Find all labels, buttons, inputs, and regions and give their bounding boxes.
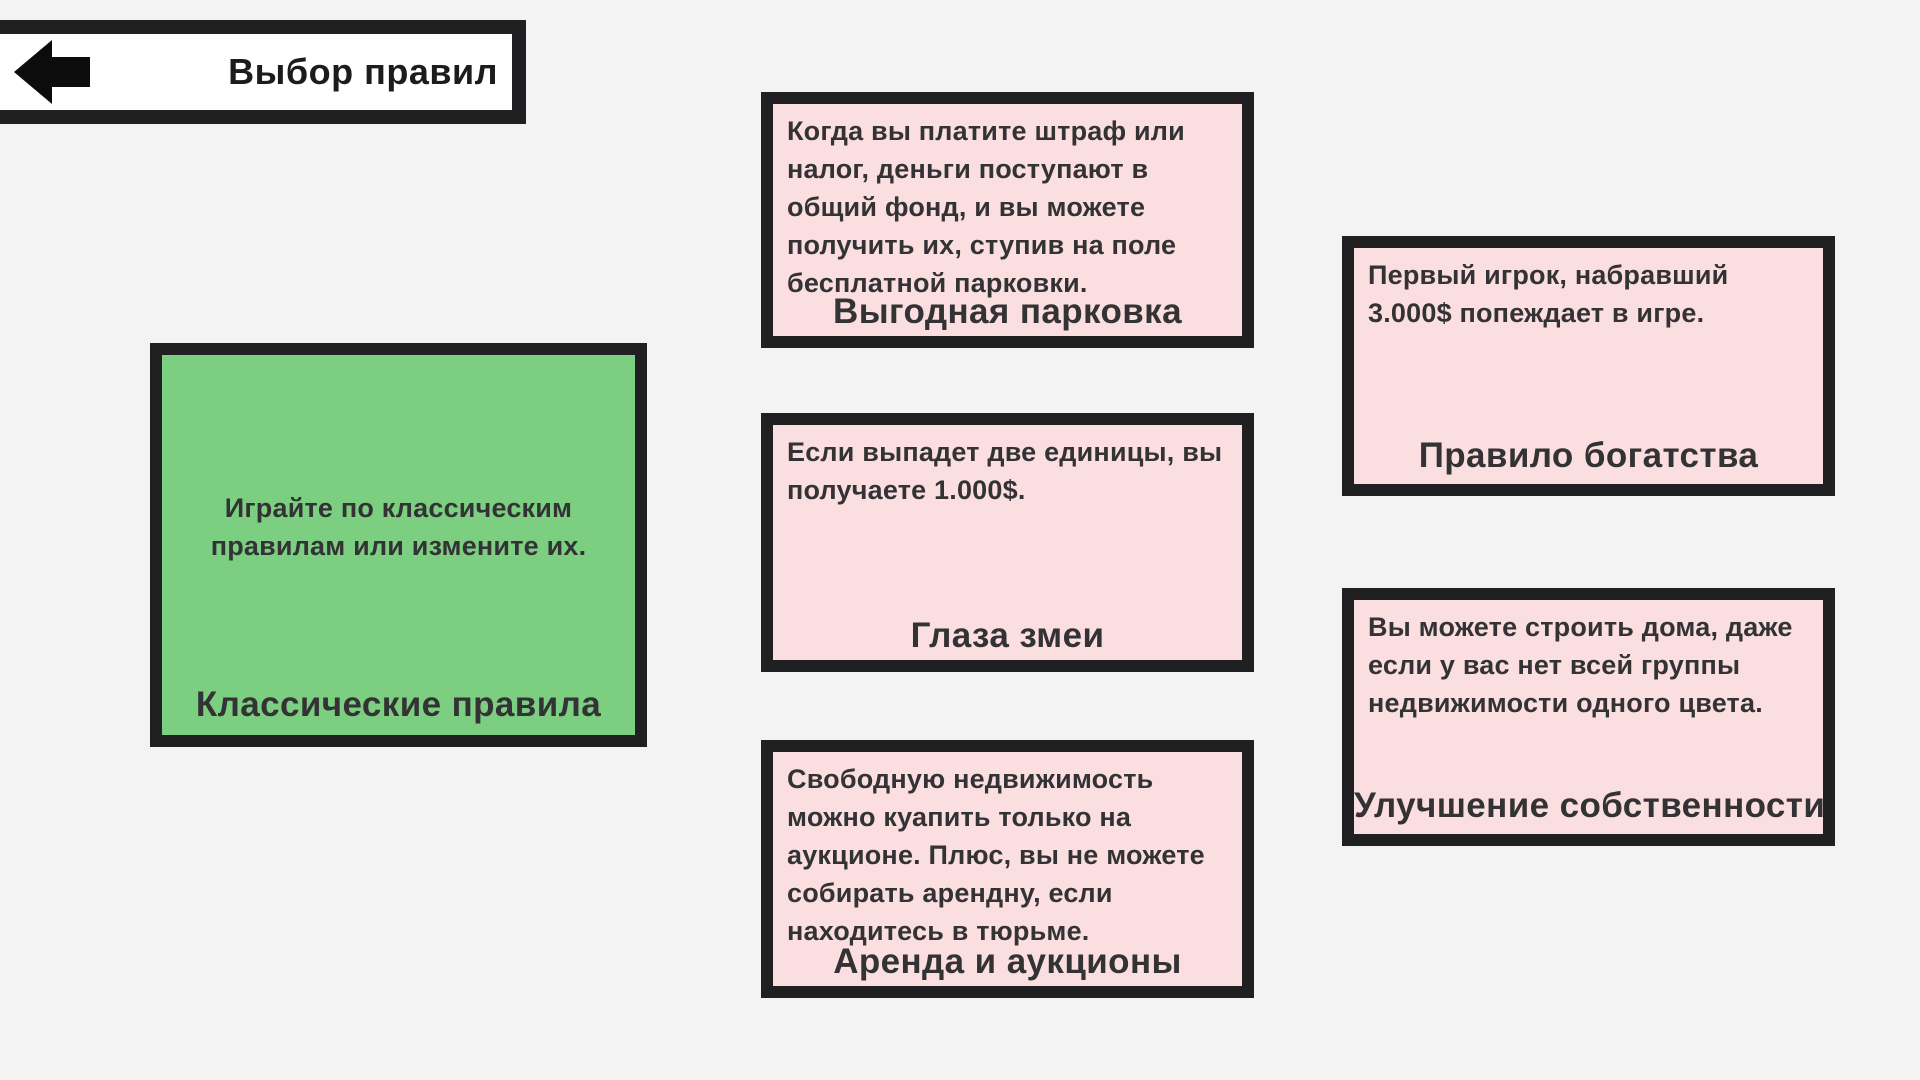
back-button[interactable]: Выбор правил: [0, 20, 526, 124]
back-arrow-icon: [14, 40, 90, 104]
rule-card-description: Играйте по классическим правилам или изм…: [210, 493, 587, 562]
rule-card-title: Классические правила: [195, 685, 602, 724]
rule-card-snake-eyes[interactable]: Если выпадет две единицы, вы получаете 1…: [761, 413, 1254, 672]
rule-card-property-improvement[interactable]: Вы можете строить дома, даже если у вас …: [1342, 588, 1835, 846]
rule-card-description: Если выпадет две единицы, вы получаете 1…: [787, 437, 1223, 506]
rule-card-description: Вы можете строить дома, даже если у вас …: [1368, 612, 1793, 719]
page-title: Выбор правил: [228, 51, 498, 92]
rule-card-rent-auctions[interactable]: Свободную недвижимость можно куапить тол…: [761, 740, 1254, 998]
rule-card-free-parking[interactable]: Когда вы платите штраф или налог, деньги…: [761, 92, 1254, 348]
rule-card-title: Глаза змеи: [910, 616, 1105, 655]
rule-card-description: Первый игрок, набравший 3.000$ попеждает…: [1368, 260, 1729, 329]
rule-card-description: Свободную недвижимость можно куапить тол…: [787, 764, 1205, 947]
rule-card-title: Выгодная парковка: [833, 292, 1182, 331]
rule-card-title: Аренда и аукционы: [833, 942, 1182, 981]
rule-card-title: Правило богатства: [1418, 436, 1759, 475]
rule-card-wealth-rule[interactable]: Первый игрок, набравший 3.000$ попеждает…: [1342, 236, 1835, 496]
rule-card-title: Улучшение собственности: [1354, 786, 1826, 825]
rule-card-classic-rules[interactable]: Играйте по классическим правилам или изм…: [150, 343, 647, 747]
rule-card-description: Когда вы платите штраф или налог, деньги…: [787, 116, 1185, 299]
